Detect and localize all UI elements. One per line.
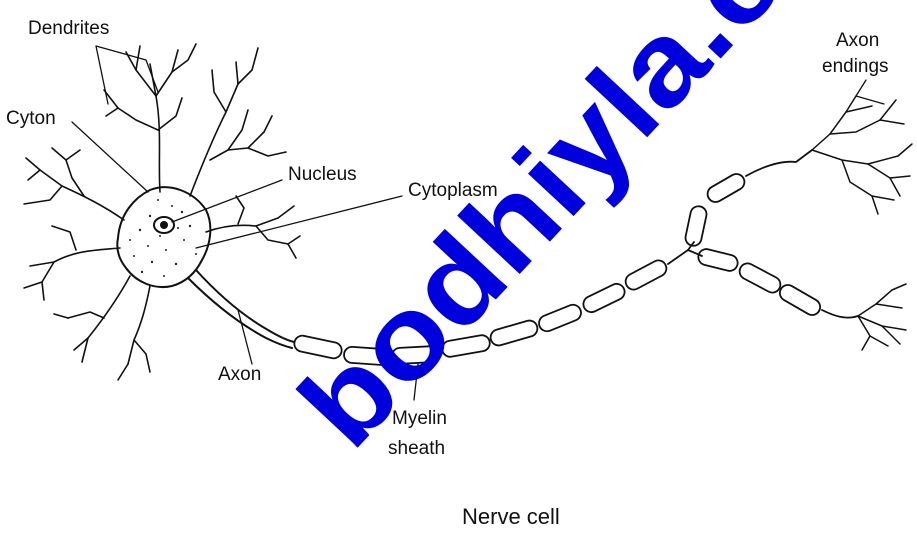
axon-initial-segment: [196, 270, 294, 342]
label-axon-endings-line2: endings: [822, 56, 889, 77]
cyton-body: [117, 187, 210, 287]
cytoplasm-leader: [196, 196, 402, 248]
watermark: bodhiyla.c: [274, 0, 807, 472]
label-nucleus: Nucleus: [288, 164, 357, 185]
dendrites-leader: [96, 46, 158, 104]
axon-initial-segment-edge: [188, 278, 292, 348]
label-axon: Axon: [218, 364, 261, 385]
label-cyton: Cyton: [6, 108, 56, 129]
watermark-text: bodhiyla.c: [274, 0, 807, 472]
cyton-leader: [72, 122, 148, 192]
label-axon-endings-line1: Axon: [836, 30, 879, 51]
label-dendrites: Dendrites: [28, 18, 109, 39]
nucleus-leader: [172, 180, 282, 222]
dendrites: [24, 44, 300, 380]
nucleus: [154, 217, 174, 233]
axon-branches: [668, 150, 858, 318]
figure-caption: Nerve cell: [462, 504, 560, 529]
axon-endings-leader: [856, 80, 884, 104]
cytoplasm-stipple: [129, 199, 197, 277]
